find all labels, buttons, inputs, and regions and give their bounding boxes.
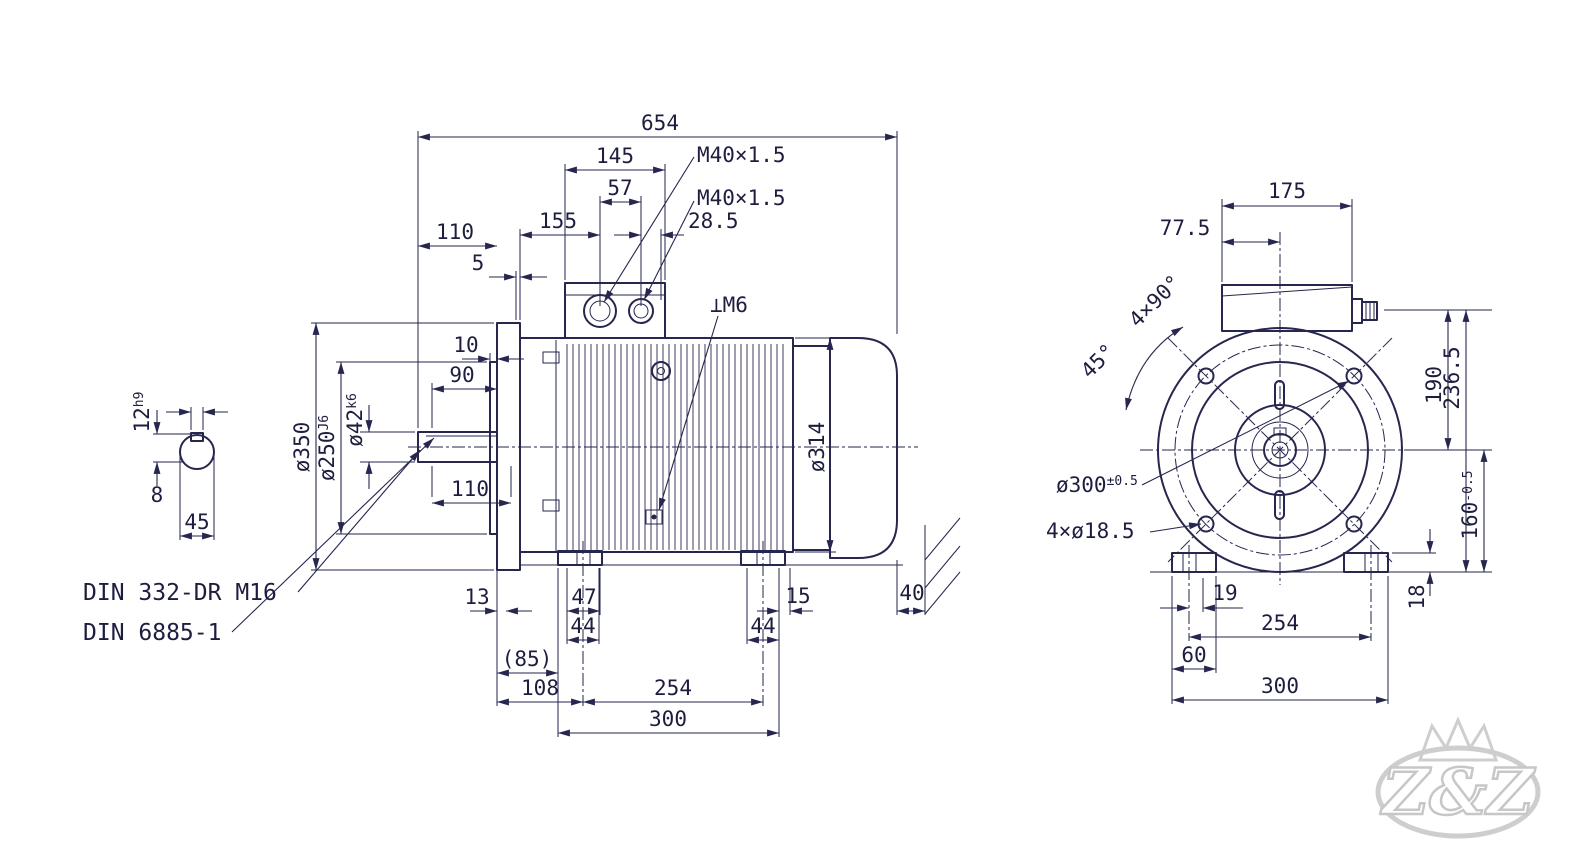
dim-236-5: 236.5 [1440,346,1464,409]
dim-dia-250: ø250J6 [315,415,339,481]
dim-175: 175 [1268,179,1306,203]
label-4x90: 4×90° [1124,270,1186,332]
shaft-circle [1263,433,1297,467]
side-dimension-lines [231,133,925,737]
label-dia-300: ø300±0.5 [1056,473,1138,497]
earth-terminal-dot [651,514,657,520]
dim-shaft-flat: 45 [184,510,209,534]
endbell [793,345,830,551]
foot-hole-centerlines [582,541,764,706]
slot-bottom [1274,490,1285,520]
dim-110-bottom: 110 [451,477,489,501]
side-view-dimensions: 654 145 57 M40×1.5 M40×1.5 155 28.5 110 … [83,111,925,737]
eyebolt [651,361,671,381]
crown-icon [1417,716,1499,762]
dim-dia-314: ø314 [805,422,829,473]
label-din-6885: DIN 6885-1 [83,620,221,646]
dim-47: 47 [571,585,596,609]
dim-13: 13 [464,585,489,609]
center-hole-circle [1271,441,1289,459]
dim-dia-42: ø42k6 [343,393,367,447]
logo-text: Z&Z [1379,755,1536,830]
dim-gland-spacing: 57 [607,176,632,200]
bolt-hole-bottom-right [1345,515,1363,533]
label-gland-1: M40×1.5 [697,143,786,167]
pilot-circle [1191,361,1369,539]
label-din-332: DIN 332-DR M16 [83,580,277,606]
dim-77-5: 77.5 [1160,216,1211,240]
label-45deg: 45° [1076,339,1120,383]
dim-10: 10 [453,333,478,357]
key-cross-section-detail: 12h9 8 45 [130,392,228,540]
cooling-fins [562,344,788,550]
dim-300-front: 300 [1261,674,1299,698]
hub-inner-circle [1251,421,1309,479]
flange-pilot [489,361,498,535]
front-view [1140,232,1420,641]
keyway-notch [190,432,204,442]
flange-bolt-bottom [542,499,560,512]
dim-key-width: 12h9 [130,392,154,433]
gland-ridges [1365,302,1375,320]
dim-18: 18 [1405,584,1429,609]
dim-shaft-length: 110 [436,220,474,244]
foot-hole-centerlines-front [1188,545,1372,641]
bolt-hole-top-right [1345,367,1363,385]
eyebolt-hole [657,367,665,375]
dim-40: 40 [899,581,924,605]
label-bolt-holes: 4×ø18.5 [1046,519,1135,543]
wall-hatch [924,517,961,615]
dim-160: 160-0.5 [1458,470,1482,539]
dim-box-width: 145 [596,144,634,168]
foot-holes-front [1182,553,1379,572]
dim-5: 5 [472,251,485,275]
dim-155: 155 [539,209,577,233]
dim-44-left: 44 [570,614,595,638]
dim-85: (85) [502,647,553,671]
front-foot [557,550,603,566]
bolt-circle [1174,344,1386,556]
front-keyway [1273,427,1287,436]
terminal-box [564,282,666,339]
fan-cowl [829,337,898,559]
label-earth-m6: ⊥M6 [710,293,748,317]
front-dimension-lines [1125,202,1488,704]
dim-108: 108 [521,676,559,700]
flange-bolt-top [542,351,560,364]
dim-key-depth: 8 [151,483,164,507]
dim-28-5: 28.5 [688,209,739,233]
dim-190: 190 [1422,366,1446,404]
foot-holes [576,551,771,565]
front-view-dimensions: 175 77.5 4×90° 45° 190 236.5 160-0.5 18 … [1046,179,1492,704]
front-extension-lines [1171,199,1492,704]
shaft-section-circle [179,434,215,470]
label-gland-2: M40×1.5 [697,186,786,210]
dim-44-right: 44 [750,614,775,638]
dim-15: 15 [785,584,810,608]
right-foot-front [1343,552,1389,573]
dim-254-front: 254 [1261,611,1299,635]
slot-top [1274,380,1285,410]
dim-dia-350: ø350 [290,422,314,473]
dim-key-length: 90 [449,363,474,387]
left-foot-front [1171,552,1217,573]
bolt-hole-top-left [1197,367,1215,385]
dim-total-length: 654 [641,111,679,135]
cable-gland-2-thread [633,303,649,319]
logo-ring [1375,745,1541,839]
key-detail-dimension-lines [153,408,228,540]
dim-254: 254 [654,676,692,700]
side-view [408,282,961,706]
gland-neck [1351,298,1363,324]
earth-terminal-symbol [645,509,663,525]
dim-60: 60 [1181,643,1206,667]
bearing-hub-circle [1234,404,1326,496]
dim-19: 19 [1212,581,1237,605]
dim-300: 300 [649,707,687,731]
front-diagonal-centerlines [1167,337,1393,563]
watermark-logo: Z&Z [1375,716,1541,839]
terminal-box-lid-front [1221,286,1353,297]
